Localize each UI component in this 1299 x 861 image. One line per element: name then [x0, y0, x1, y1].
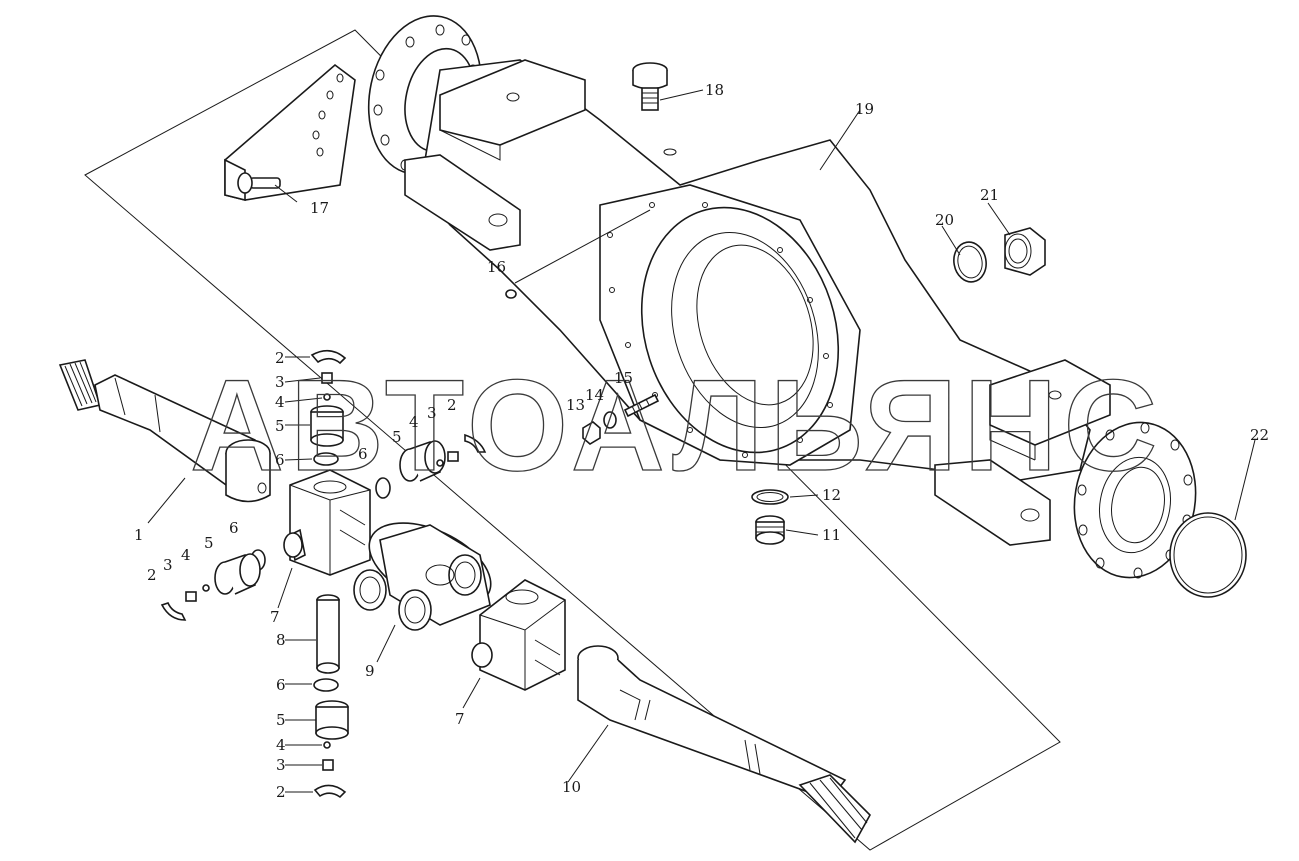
callout-2-bottom: 2 — [276, 783, 286, 801]
callout-3-top: 3 — [275, 373, 285, 391]
callout-4-top: 4 — [275, 393, 285, 411]
callout-12: 12 — [822, 486, 841, 504]
callout-4-bottom: 4 — [276, 736, 286, 754]
callout-3-right: 3 — [427, 404, 437, 422]
top-stack — [310, 349, 347, 466]
callout-labels: 1 2 2 2 2 3 3 3 3 4 4 4 4 5 5 5 5 6 6 6 … — [134, 81, 1269, 801]
center-housing-9 — [353, 522, 492, 631]
assembly-frame — [84, 29, 1061, 851]
right-stack — [375, 433, 487, 499]
callout-3-bottom: 3 — [276, 756, 286, 774]
callout-4-left: 4 — [181, 546, 191, 564]
callout-2-top: 2 — [275, 349, 285, 367]
leader-lines — [147, 89, 1256, 793]
watermark-text: АВТОАЛЬЯНС — [190, 352, 1163, 498]
callout-20: 20 — [935, 211, 954, 229]
callout-5-right: 5 — [392, 428, 402, 446]
left-stack — [160, 549, 266, 621]
callout-2-left: 2 — [147, 566, 157, 584]
mounting-plate-17 — [224, 63, 356, 202]
callout-8: 8 — [276, 631, 286, 649]
callout-21: 21 — [980, 186, 999, 204]
callout-5-top: 5 — [275, 417, 285, 435]
plug-21 — [1004, 227, 1046, 276]
o-ring-20 — [953, 241, 987, 283]
o-ring-12 — [751, 489, 789, 505]
callout-4-right: 4 — [409, 413, 419, 431]
callout-14: 14 — [585, 386, 604, 404]
callout-3-left: 3 — [163, 556, 173, 574]
callout-18: 18 — [705, 81, 724, 99]
breather-plug-18 — [632, 62, 677, 156]
callout-7-right: 7 — [455, 710, 465, 728]
half-shaft-1 — [58, 359, 271, 503]
callout-17: 17 — [310, 199, 329, 217]
callout-7-left: 7 — [270, 608, 280, 626]
callout-6-left: 6 — [229, 519, 239, 537]
callout-2-right: 2 — [447, 396, 457, 414]
pin-8 — [316, 594, 340, 674]
bottom-stack — [313, 678, 349, 799]
callout-1: 1 — [134, 526, 144, 544]
callout-6-right: 6 — [358, 445, 368, 463]
callout-13: 13 — [566, 396, 585, 414]
callout-6-top: 6 — [275, 451, 285, 469]
callout-19: 19 — [855, 100, 874, 118]
nut-13 — [582, 421, 601, 445]
callout-11: 11 — [822, 526, 841, 544]
cross-yoke-7b — [471, 579, 566, 691]
callout-5-left: 5 — [204, 534, 214, 552]
callout-9: 9 — [365, 662, 375, 680]
callout-10: 10 — [562, 778, 581, 796]
axle-housing — [367, 15, 1197, 579]
callout-6-bottom: 6 — [276, 676, 286, 694]
o-ring-22 — [1169, 512, 1247, 598]
stud-15 — [623, 393, 660, 418]
carrier-bolt-holes — [607, 202, 833, 458]
plug-16 — [505, 289, 517, 299]
half-shaft-10 — [577, 645, 871, 844]
washer-14 — [603, 411, 617, 429]
callout-15: 15 — [614, 369, 633, 387]
callout-22: 22 — [1250, 426, 1269, 444]
cross-yoke-7a — [283, 469, 371, 576]
callout-5-bottom: 5 — [276, 711, 286, 729]
callout-16: 16 — [487, 258, 506, 276]
plug-11 — [755, 515, 785, 545]
